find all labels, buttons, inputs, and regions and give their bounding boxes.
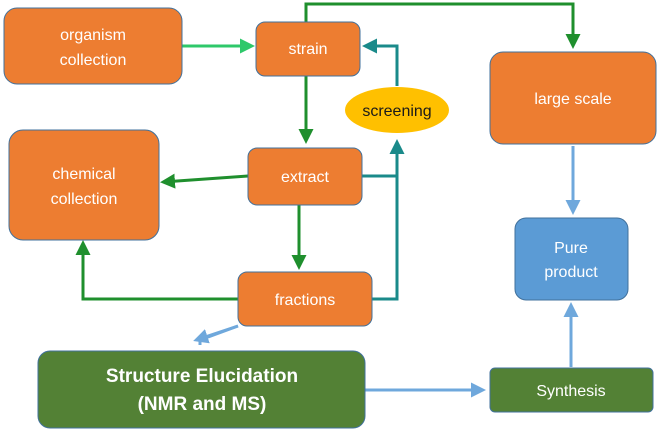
chemical-collection-line1: chemical [52, 166, 115, 183]
node-pure-product: Pure product [514, 217, 629, 301]
pure-product-line1: Pure [554, 240, 588, 257]
arrow-extract-to-screening [362, 139, 405, 178]
node-extract: extract [247, 147, 363, 206]
node-large-scale: large scale [489, 51, 657, 145]
organism-collection-line2: collection [60, 52, 127, 69]
node-fractions: fractions [237, 271, 373, 327]
node-screening: screening [345, 87, 449, 133]
screening-label: screening [362, 103, 431, 120]
node-synthesis: Synthesis [489, 367, 654, 413]
chemical-collection-line2: collection [51, 191, 118, 208]
node-organism-collection: organism collection [3, 7, 183, 85]
arrow-screening-to-strain [362, 38, 399, 86]
node-structure-elucidation: Structure Elucidation (NMR and MS) [37, 350, 366, 429]
organism-collection-line1: organism [60, 27, 126, 44]
node-strain: strain [255, 21, 361, 77]
node-chemical-collection: chemical collection [8, 129, 160, 241]
arrow-fractions-to-structure-head [193, 324, 239, 344]
strain-label: strain [288, 41, 327, 58]
arrow-fractions-to-screening [372, 176, 399, 301]
arrow-extract-to-chemical-collection [160, 173, 249, 189]
structure-elucidation-line1: Structure Elucidation [106, 366, 298, 387]
fractions-label: fractions [275, 292, 335, 309]
large-scale-label: large scale [534, 91, 611, 108]
synthesis-label: Synthesis [536, 383, 605, 400]
extract-label: extract [281, 169, 330, 186]
structure-elucidation-line2: (NMR and MS) [138, 394, 267, 415]
arrow-strain-to-large-scale [304, 2, 581, 49]
pure-product-line2: product [544, 264, 598, 281]
arrow-fractions-to-chemical-collection [75, 240, 238, 301]
